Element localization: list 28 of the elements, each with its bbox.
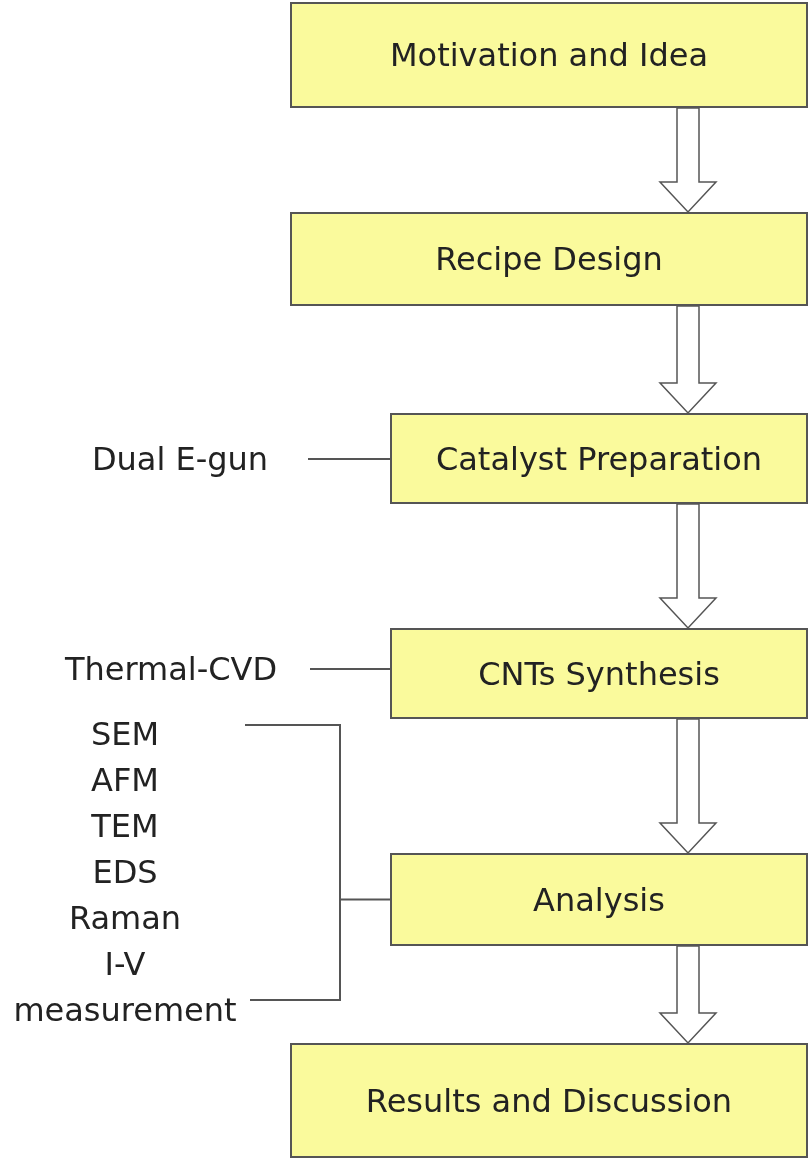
process-box xyxy=(390,628,808,719)
technique-label: AFM xyxy=(90,760,160,801)
box-label: Motivation and Idea xyxy=(389,36,709,74)
box-label: Catalyst Preparation xyxy=(435,439,763,478)
block-arrow xyxy=(658,503,718,630)
method-label: Dual E-gun xyxy=(91,440,269,478)
block-arrow xyxy=(658,107,718,214)
technique-label: SEM xyxy=(89,714,161,755)
connector-line xyxy=(309,668,391,670)
box-label: Results and Discussion xyxy=(365,1081,733,1120)
process-box xyxy=(290,212,808,306)
technique-label: TEM xyxy=(90,806,160,847)
technique-label: Raman xyxy=(67,898,183,939)
technique-label: EDS xyxy=(91,852,159,893)
block-arrow xyxy=(658,718,718,855)
box-label: Recipe Design xyxy=(435,240,663,278)
box-label: Analysis xyxy=(533,880,665,919)
bracket-connector xyxy=(244,724,391,1001)
method-label: Thermal-CVD xyxy=(64,650,278,688)
process-box xyxy=(390,853,808,946)
process-box xyxy=(290,2,808,108)
box-label: CNTs Synthesis xyxy=(478,654,720,693)
process-box xyxy=(390,413,808,504)
technique-label: I-V measurement xyxy=(12,944,238,1031)
process-box xyxy=(290,1043,808,1158)
connector-line xyxy=(307,458,391,460)
block-arrow xyxy=(658,945,718,1045)
block-arrow xyxy=(658,305,718,415)
